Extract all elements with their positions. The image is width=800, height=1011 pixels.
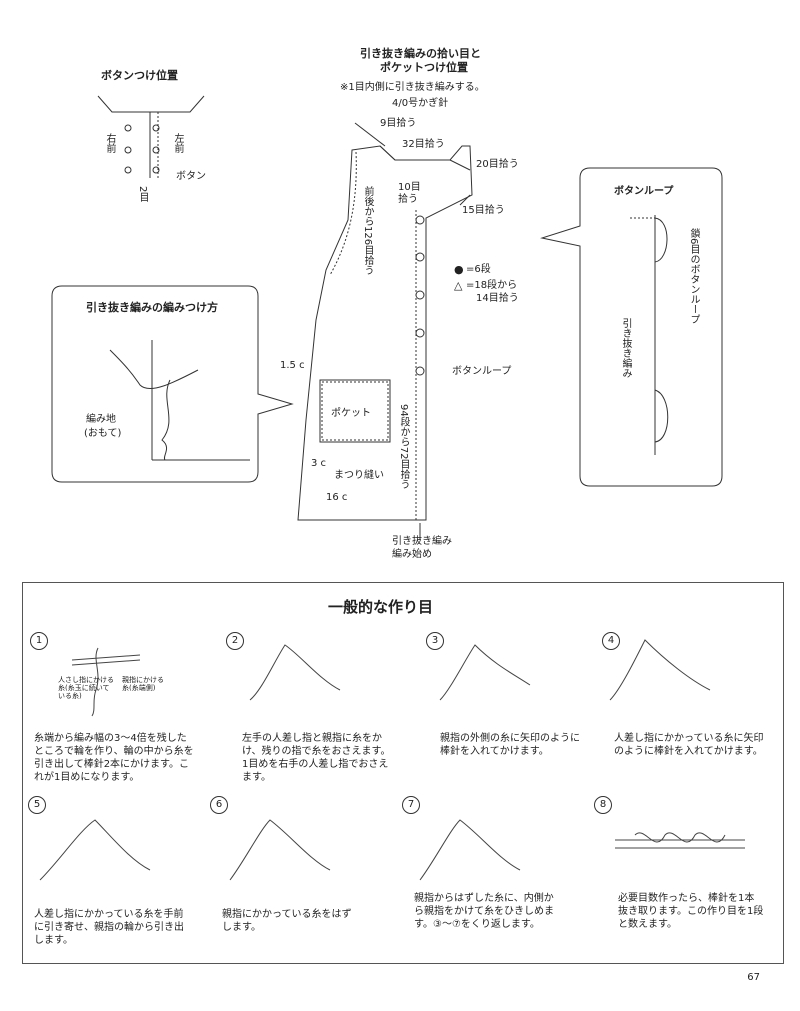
- slip-stitch-box: [51, 285, 294, 483]
- step-5-number: 5: [28, 796, 46, 814]
- cast-on-section: [22, 582, 784, 964]
- step-8-text: 必要目数作ったら、棒針を1本抜き取ります。この作り目を1段と数えます。: [618, 893, 764, 930]
- step-8-number: 8: [594, 796, 612, 814]
- body-outline: [297, 145, 473, 521]
- pick-20: 20目拾う: [476, 159, 519, 170]
- legend-dot: =6段: [466, 264, 491, 275]
- step-4-text: 人差し指にかかっている糸に矢印のように棒針を入れてかけます。: [614, 733, 764, 757]
- legend-tri-2: 14目拾う: [476, 293, 519, 304]
- pick-94: 94段から72目拾う: [398, 404, 409, 490]
- fabric-label-2: (おもて): [84, 428, 122, 439]
- button-position-title: ボタンつけ位置: [101, 69, 178, 82]
- step-5-text: 人差し指にかかっている糸を手前に引き寄せ、親指の輪から引き出します。: [34, 909, 184, 946]
- thumb-thread-label: 親指にかける糸(糸端側): [122, 676, 164, 692]
- hook-size: 4/0号かぎ針: [392, 98, 449, 109]
- page-number: 67: [747, 972, 760, 983]
- index-thread-label: 人さし指にかける糸(糸玉に続いている糸): [58, 676, 114, 700]
- pick-15: 15目拾う: [462, 205, 505, 216]
- dim-16: 16 c: [326, 492, 348, 503]
- dim-1-5: 1.5 c: [280, 360, 305, 371]
- start-label-2: 編み始め: [392, 549, 432, 560]
- loop-box-title: ボタンループ: [614, 186, 674, 197]
- step-1-number: 1: [30, 632, 48, 650]
- start-label-1: 引き抜き編み: [392, 536, 452, 547]
- button-loop-label: ボタンループ: [452, 366, 512, 377]
- step-3-text: 親指の外側の糸に矢印のように棒針を入れてかけます。: [440, 733, 580, 757]
- step-3-number: 3: [426, 632, 444, 650]
- chain-label: 鎖6目のボタンループ: [688, 228, 699, 325]
- blind-stitch: まつり縫い: [334, 470, 384, 481]
- step-6-text: 親指にかかっている糸をはずします。: [222, 909, 352, 933]
- pick-126: 前後から126目拾う: [362, 186, 373, 276]
- step-1-text: 糸端から編み幅の3〜4倍を残したところで輪を作り、輪の中から糸を引き出して棒針2…: [34, 733, 194, 783]
- pick-9: 9目拾う: [380, 118, 417, 129]
- cast-on-title: 一般的な作り目: [328, 598, 434, 616]
- step-4-number: 4: [602, 632, 620, 650]
- pickup-title-1: 引き抜き編みの拾い目と: [360, 47, 481, 60]
- pick-32: 32目拾う: [402, 139, 445, 150]
- fabric-label-1: 編み地: [86, 414, 116, 425]
- step-7-text: 親指からはずした糸に、内側から親指をかけて糸をひきしめます。③〜⑦をくり返します…: [414, 893, 554, 930]
- step-6-number: 6: [210, 796, 228, 814]
- slip-box-title: 引き抜き編みの編みつけ方: [86, 301, 218, 314]
- pick-10: 10目拾う: [398, 182, 421, 205]
- right-front-label: 右前: [104, 133, 115, 153]
- triangle-symbol: △: [454, 279, 463, 292]
- legend-tri-1: =18段から: [466, 280, 518, 291]
- step-2-number: 2: [226, 632, 244, 650]
- step-2-text: 左手の人差し指と親指に糸をかけ、残りの指で糸をおさえます。1目めを右手の人差し指…: [242, 733, 391, 783]
- pickup-note: ※1目内側に引き抜き編みする。: [340, 82, 485, 93]
- button-loop-box: [540, 167, 723, 487]
- button-label: ボタン: [176, 171, 206, 182]
- slip-label: 引き抜き編み: [620, 318, 631, 378]
- step-7-number: 7: [402, 796, 420, 814]
- dot-symbol: ●: [454, 263, 464, 276]
- dim-3: 3 c: [311, 458, 327, 469]
- pickup-title-2: ポケットつけ位置: [380, 61, 468, 74]
- neckline-sketch: [97, 95, 205, 113]
- pocket-label: ポケット: [331, 408, 371, 419]
- pocket-rect: [319, 379, 391, 443]
- left-front-label: 左前: [172, 133, 183, 153]
- spacing-label: 2目: [137, 186, 148, 203]
